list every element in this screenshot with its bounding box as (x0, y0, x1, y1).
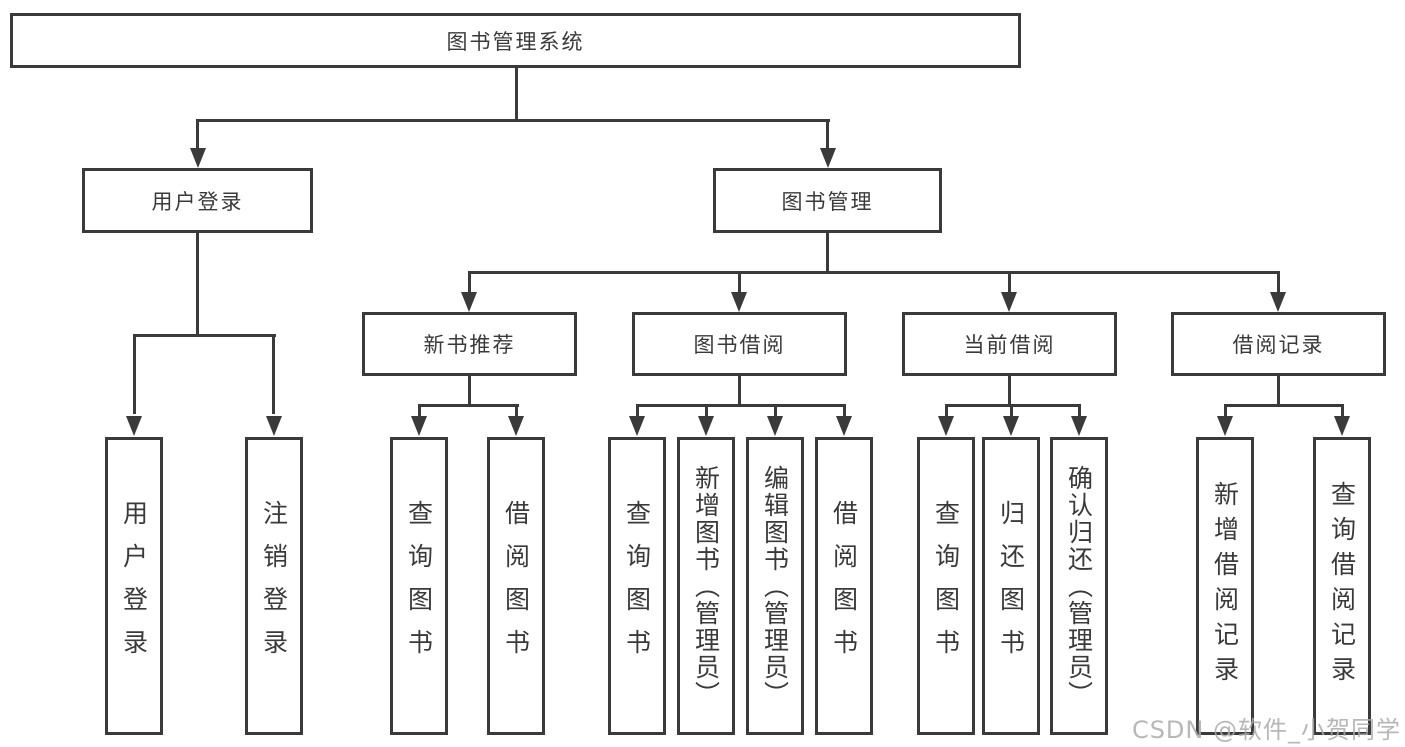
leaf-label: 查询图书 (622, 500, 652, 672)
connector-line (515, 68, 518, 122)
connector-line (945, 407, 948, 417)
connector-line (515, 407, 518, 417)
leaf-add-books-admin: 新增图书（管理员） (677, 437, 735, 735)
connector-line (468, 376, 471, 406)
node-label: 图书借阅 (693, 333, 786, 357)
leaf-query-books-3: 查询图书 (917, 437, 975, 735)
node-borrow-records: 借阅记录 (1171, 312, 1386, 376)
arrowhead (126, 416, 142, 436)
connector-line (774, 407, 777, 417)
connector-line (468, 274, 471, 292)
node-user-login: 用户登录 (82, 168, 313, 233)
connector-line (196, 119, 830, 122)
leaf-label: 注销登录 (259, 500, 289, 672)
arrowhead (629, 416, 645, 436)
arrowhead (836, 416, 852, 436)
node-label: 当前借阅 (963, 333, 1056, 357)
node-label: 用户登录 (151, 189, 244, 214)
connector-line (196, 122, 199, 150)
leaf-borrow-books-2: 借阅图书 (815, 437, 873, 735)
arrowhead (698, 416, 714, 436)
arrowhead (508, 416, 524, 436)
arrowhead (731, 292, 747, 312)
arrowhead (1334, 416, 1350, 436)
arrowhead (1217, 416, 1233, 436)
connector-line (1224, 407, 1227, 417)
leaf-borrow-books-1: 借阅图书 (487, 437, 545, 735)
leaf-label: 查询借阅记录 (1327, 481, 1357, 691)
node-new-book-recommend: 新书推荐 (362, 312, 577, 376)
leaf-label: 新增图书（管理员） (691, 464, 721, 708)
connector-line (636, 407, 639, 417)
connector-line (133, 334, 276, 337)
leaf-query-books-1: 查询图书 (390, 437, 448, 735)
node-label: 借阅记录 (1232, 333, 1325, 357)
leaf-edit-books-admin: 编辑图书（管理员） (746, 437, 804, 735)
leaf-logout: 注销登录 (245, 437, 303, 735)
leaf-query-books-2: 查询图书 (608, 437, 666, 735)
arrowhead (1003, 416, 1019, 436)
leaf-label: 编辑图书（管理员） (760, 464, 790, 708)
connector-line (196, 233, 199, 336)
leaf-label: 新增借阅记录 (1210, 481, 1240, 691)
connector-line (468, 271, 1280, 274)
arrowhead (767, 416, 783, 436)
connector-line (705, 407, 708, 417)
arrowhead (1270, 292, 1286, 312)
leaf-user-login: 用户登录 (105, 437, 163, 735)
leaf-return-books: 归还图书 (982, 437, 1040, 735)
leaf-confirm-return-admin: 确认归还（管理员） (1050, 437, 1108, 735)
connector-line (738, 376, 741, 406)
leaf-query-borrow-record: 查询借阅记录 (1313, 437, 1371, 735)
node-label: 新书推荐 (423, 333, 516, 357)
connector-line (945, 404, 1081, 407)
connector-line (1224, 404, 1344, 407)
connector-line (826, 233, 829, 273)
connector-line (1277, 274, 1280, 292)
node-label: 图书管理 (781, 189, 874, 214)
node-root-label: 图书管理系统 (446, 29, 585, 54)
connector-line (738, 274, 741, 292)
arrowhead (266, 416, 282, 436)
node-book-borrow: 图书借阅 (632, 312, 847, 376)
connector-line (418, 404, 519, 407)
connector-line (1008, 376, 1011, 406)
arrowhead (190, 148, 206, 168)
leaf-label: 借阅图书 (501, 500, 531, 672)
connector-line (1078, 407, 1081, 417)
leaf-label: 用户登录 (119, 500, 149, 672)
leaf-label: 借阅图书 (829, 500, 859, 672)
leaf-add-borrow-record: 新增借阅记录 (1196, 437, 1254, 735)
leaf-label: 查询图书 (931, 500, 961, 672)
connector-line (133, 337, 136, 414)
arrowhead (938, 416, 954, 436)
node-root: 图书管理系统 (10, 13, 1021, 68)
arrowhead (1001, 292, 1017, 312)
leaf-label: 确认归还（管理员） (1064, 464, 1094, 708)
node-book-management: 图书管理 (713, 168, 942, 233)
csdn-watermark: CSDN @软件_小贺同学 (1131, 716, 1401, 744)
connector-line (418, 407, 421, 417)
leaf-label: 归还图书 (996, 500, 1026, 672)
leaf-label: 查询图书 (404, 500, 434, 672)
connector-line (636, 404, 846, 407)
connector-line (1010, 407, 1013, 417)
node-current-borrow: 当前借阅 (902, 312, 1117, 376)
connector-line (843, 407, 846, 417)
arrowhead (461, 292, 477, 312)
connector-line (1277, 376, 1280, 406)
arrowhead (820, 148, 836, 168)
arrowhead (411, 416, 427, 436)
connector-line (272, 337, 275, 414)
arrowhead (1071, 416, 1087, 436)
connector-line (1341, 407, 1344, 417)
connector-line (826, 122, 829, 150)
connector-line (1008, 274, 1011, 292)
